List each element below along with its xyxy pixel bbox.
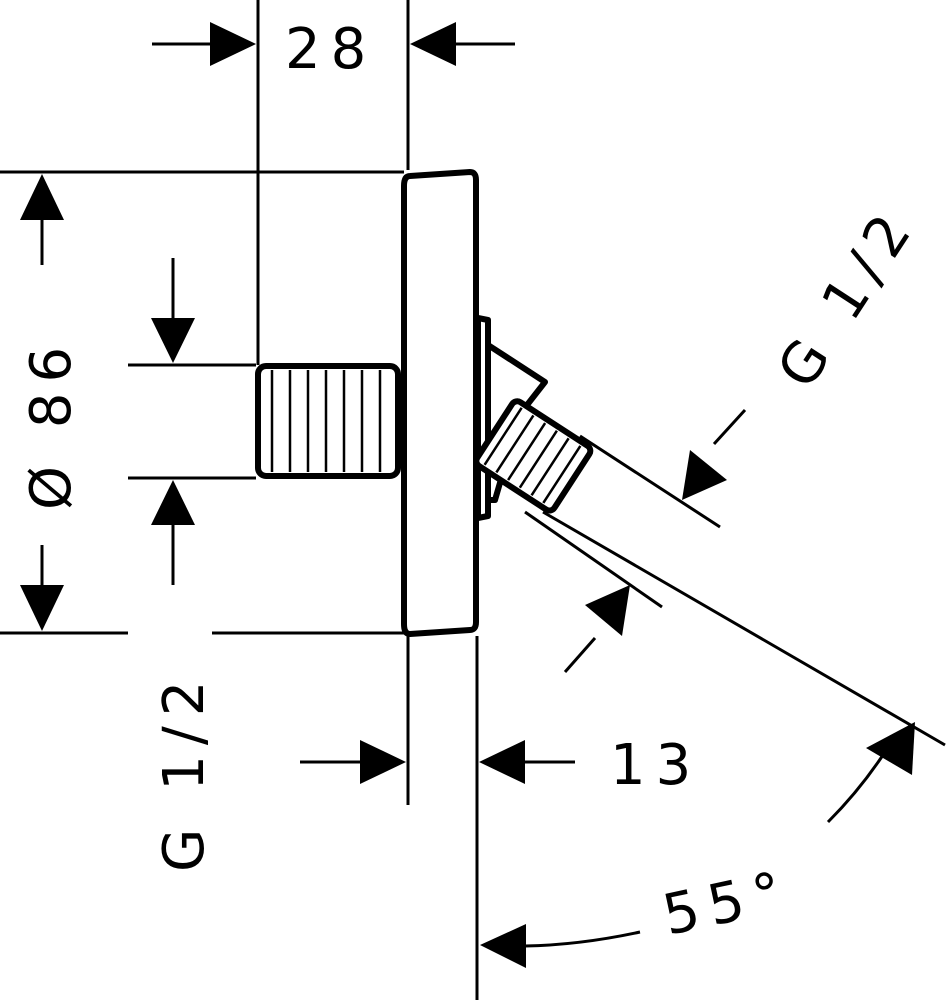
arrow-thread-lower xyxy=(585,585,630,636)
dimension-arrows xyxy=(20,22,915,968)
arrow-13-right xyxy=(479,740,525,784)
arrow-stub-top xyxy=(151,318,195,363)
label-width-28: 28 xyxy=(285,17,376,82)
label-thread-left: G 1/2 xyxy=(152,671,217,872)
angled-outlet xyxy=(473,342,594,514)
arrow-28-right xyxy=(410,22,456,66)
arrow-thread-upper xyxy=(682,450,727,500)
arrow-stub-bottom xyxy=(151,480,195,525)
arrow-86-top xyxy=(20,174,64,220)
arrow-86-bottom xyxy=(20,585,64,631)
arrow-angle-lower xyxy=(480,924,526,968)
threaded-stub-left xyxy=(255,363,401,479)
arrow-28-left xyxy=(210,22,256,66)
label-depth-13: 13 xyxy=(610,733,701,798)
label-angle-55: 55° xyxy=(657,858,797,948)
flange-body xyxy=(401,169,491,637)
label-diameter-86: Ø 86 xyxy=(19,337,84,510)
arrow-13-left xyxy=(360,740,406,784)
label-thread-right: G 1/2 xyxy=(765,195,929,399)
arrow-angle-upper xyxy=(866,722,915,775)
